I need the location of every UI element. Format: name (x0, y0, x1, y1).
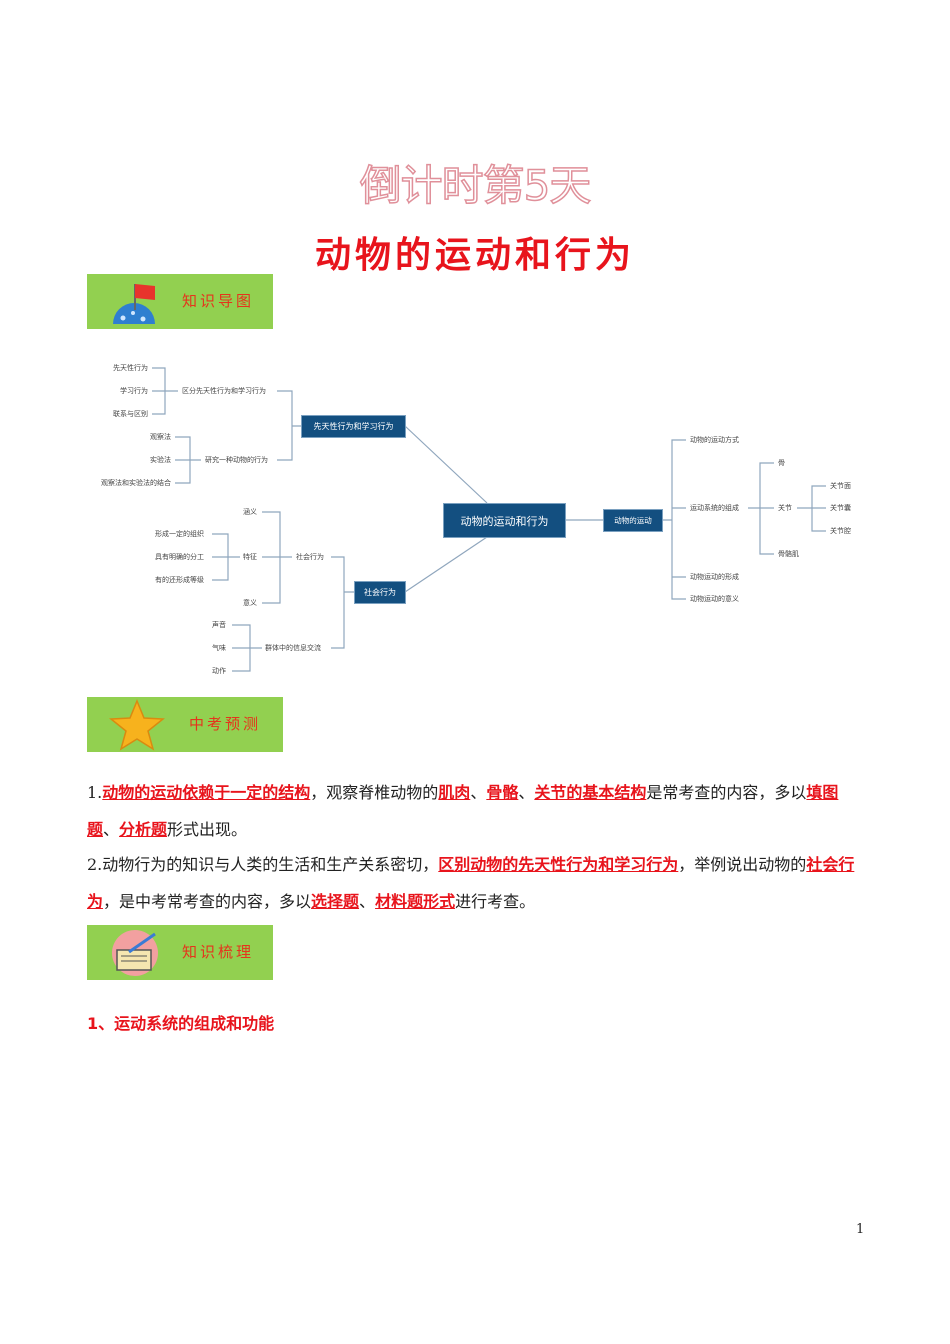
highlighted-text: 骨骼 (486, 783, 519, 802)
mindmap-node: 关节囊 (830, 504, 851, 512)
forecast-paragraph-1: 1.动物的运动依赖于一定的结构，观察脊椎动物的肌肉、骨骼、关节的基本结构是常考查… (87, 774, 867, 848)
banner-mindmap: 知识导图 (87, 274, 273, 329)
highlighted-text: 填图题 (87, 783, 839, 839)
banner-mindmap-label: 知识导图 (182, 292, 255, 310)
paragraph-text: ，是中考常考查的内容，多以 (103, 892, 312, 911)
mindmap-node: 有的还形成等级 (155, 576, 204, 584)
flag-globe-icon (113, 284, 155, 324)
mindmap-node: 关节面 (830, 482, 851, 490)
highlighted-text: 肌肉 (438, 783, 471, 802)
paragraph-text: 2.动物行为的知识与人类的生活和生产关系密切， (87, 855, 439, 874)
mindmap-node: 区分先天性行为和学习行为 (182, 387, 266, 395)
paragraph-text: ，观察脊椎动物的 (310, 783, 439, 802)
mindmap-node: 动物运动的意义 (690, 595, 739, 603)
mindmap-node: 特征 (243, 553, 257, 561)
countdown-title: 倒计时第5天 (359, 160, 592, 211)
mindmap-node: 实验法 (150, 456, 171, 464)
mindmap-node: 联系与区别 (113, 410, 148, 418)
highlighted-text: 选择题 (311, 892, 360, 911)
mindmap-node: 研究一种动物的行为 (205, 456, 268, 464)
paragraph-text: 是常考查的内容，多以 (646, 783, 807, 802)
star-icon (109, 699, 165, 751)
mindmap-node: 群体中的信息交流 (265, 644, 321, 652)
mindmap-node: 动作 (212, 667, 226, 675)
highlighted-text: 社会行为 (87, 855, 855, 911)
highlighted-text: 动物的运动依赖于一定的结构 (102, 783, 311, 802)
paragraph-text: 进行考查。 (455, 892, 536, 911)
mindmap-center-node: 动物的运动和行为 (443, 503, 566, 538)
mindmap-node: 学习行为 (120, 387, 148, 395)
mindmap-node: 形成一定的组织 (155, 530, 204, 538)
mindmap-node: 骨 (778, 459, 785, 467)
highlighted-text: 分析题 (119, 820, 168, 839)
highlighted-text: 材料题形式 (375, 892, 456, 911)
mindmap-node: 动物运动的形成 (690, 573, 739, 581)
mindmap-node: 运动系统的组成 (690, 504, 739, 512)
mindmap-node: 动物的运动方式 (690, 436, 739, 444)
mindmap-innate-node: 先天性行为和学习行为 (301, 415, 406, 438)
mindmap-node: 骨骼肌 (778, 550, 799, 558)
mindmap-node: 气味 (212, 644, 226, 652)
mindmap-node: 声音 (212, 621, 226, 629)
paragraph-text: 、 (518, 783, 535, 802)
mindmap-node: 关节腔 (830, 527, 851, 535)
banner-forecast-label: 中考预测 (189, 715, 262, 733)
mindmap-node: 涵义 (243, 508, 257, 516)
paragraph-text: 、 (470, 783, 487, 802)
book-icon (112, 930, 158, 976)
mindmap-social-node: 社会行为 (354, 581, 406, 604)
mindmap-node: 关节 (778, 504, 792, 512)
paragraph-text: 、 (359, 892, 376, 911)
forecast-paragraph-2: 2.动物行为的知识与人类的生活和生产关系密切，区别动物的先天性行为和学习行为，举… (87, 846, 867, 920)
mindmap-node: 具有明确的分工 (155, 553, 204, 561)
paragraph-text: 1. (87, 783, 103, 802)
mindmap-node: 先天性行为 (113, 364, 148, 372)
paragraph-text: 形式出现。 (167, 820, 248, 839)
mindmap-connectors (152, 367, 826, 672)
page-title: 动物的运动和行为 (314, 234, 635, 276)
mindmap-node: 社会行为 (296, 553, 324, 561)
mindmap-motion-node: 动物的运动 (603, 509, 663, 532)
page-number: 1 (856, 1222, 865, 1237)
mindmap-node: 意义 (243, 599, 257, 607)
highlighted-text: 区别动物的先天性行为和学习行为 (438, 855, 679, 874)
mindmap-node: 观察法和实验法的结合 (101, 479, 171, 487)
paragraph-text: ，举例说出动物的 (678, 855, 807, 874)
banner-review-label: 知识梳理 (182, 943, 255, 961)
banner-review: 知识梳理 (87, 925, 273, 980)
banner-forecast: 中考预测 (87, 697, 283, 752)
mindmap-node: 观察法 (150, 433, 171, 441)
paragraph-text: 、 (103, 820, 120, 839)
section-heading: 1、运动系统的组成和功能 (87, 1014, 275, 1033)
highlighted-text: 关节的基本结构 (534, 783, 647, 802)
